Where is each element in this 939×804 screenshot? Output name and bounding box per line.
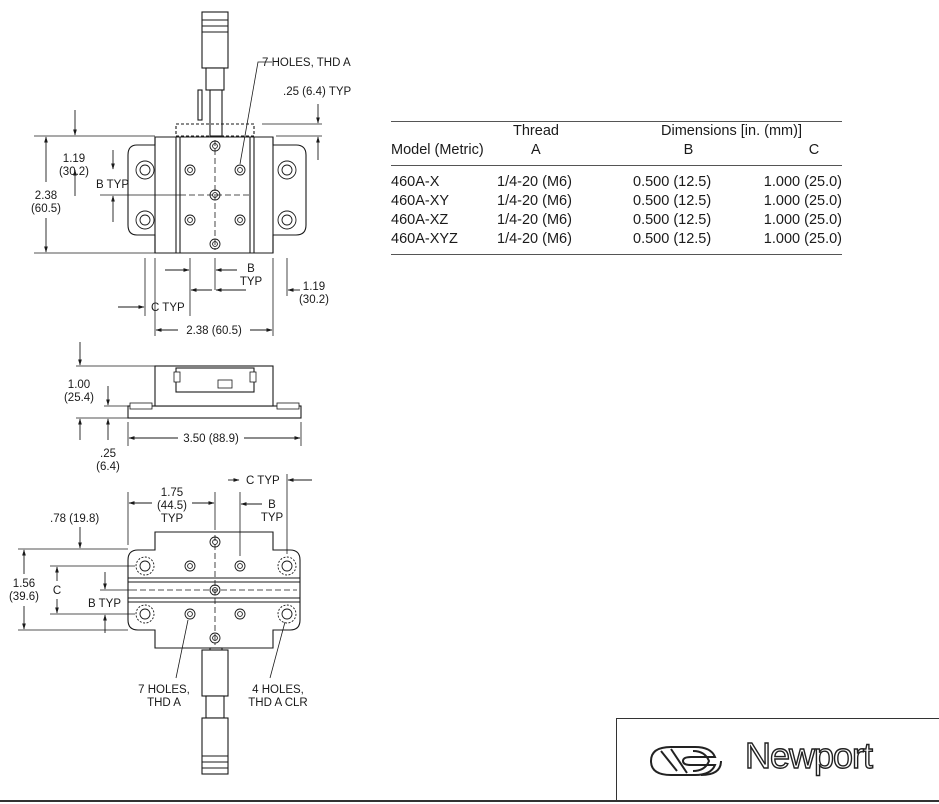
- label-bot-b: B: [268, 499, 276, 511]
- label-bot-175b: (44.5): [157, 500, 187, 512]
- bottom-view: [18, 474, 312, 775]
- top-holes: [135, 140, 297, 250]
- top-micrometer: [197, 11, 229, 137]
- table-row: 460A-XZ 1/4-20 (M6) 0.500 (12.5) 1.000 (…: [391, 211, 842, 230]
- newport-logo-box: Newport: [616, 718, 939, 802]
- table-row: 460A-XY 1/4-20 (M6) 0.500 (12.5) 1.000 (…: [391, 192, 842, 211]
- cell-b: 0.500 (12.5): [633, 174, 712, 190]
- cell-b: 0.500 (12.5): [633, 212, 712, 228]
- label-top-119a: 1.19: [63, 153, 85, 165]
- cell-model: 460A-XYZ: [391, 231, 458, 247]
- header-c: C: [756, 141, 842, 166]
- label-top-238a: 2.38: [35, 190, 57, 202]
- top-view: [34, 11, 322, 336]
- label-top-025typ: .25 (6.4) TYP: [283, 86, 352, 98]
- label-side-025a: .25: [100, 448, 116, 460]
- header-b: B: [621, 141, 756, 166]
- label-top-w238: 2.38 (60.5): [186, 325, 242, 337]
- label-bot-ctyp: C TYP: [246, 475, 280, 487]
- label-top-238b: (60.5): [31, 203, 61, 215]
- label-top-b-typ: TYP: [240, 276, 263, 288]
- spec-table: Thread Dimensions [in. (mm)] Model (Metr…: [391, 121, 842, 255]
- cell-c: 1.000 (25.0): [763, 174, 842, 190]
- label-top-btyp: B TYP: [96, 179, 129, 191]
- side-view-labels: 1.00 (25.4) 3.50 (88.9) .25 (6.4): [64, 379, 239, 473]
- label-side-025b: (6.4): [96, 461, 120, 473]
- top-view-labels: 7 HOLES, THD A .25 (6.4) TYP 1.19 (30.2)…: [31, 57, 352, 337]
- cell-a: 1/4-20 (M6): [497, 174, 572, 190]
- label-bot-holes4b: THD A CLR: [248, 697, 307, 709]
- header-a: A: [531, 142, 541, 158]
- header-dimensions: Dimensions [in. (mm)]: [661, 123, 802, 139]
- cell-b: 0.500 (12.5): [633, 193, 712, 209]
- label-top-b: B: [247, 263, 255, 275]
- newport-emblem-icon: [649, 746, 722, 776]
- label-side-100b: (25.4): [64, 392, 94, 404]
- label-bot-078: .78 (19.8): [50, 513, 99, 525]
- label-top-r119a: 1.19: [303, 281, 325, 293]
- cell-c: 1.000 (25.0): [763, 193, 842, 209]
- label-bot-holes7a: 7 HOLES,: [138, 684, 190, 696]
- table-header-row: Model (Metric) A B C: [391, 141, 842, 166]
- cell-a: 1/4-20 (M6): [497, 231, 572, 247]
- table-header-group-row: Thread Dimensions [in. (mm)]: [391, 122, 842, 141]
- label-side-350: 3.50 (88.9): [183, 433, 239, 445]
- side-view: [76, 342, 302, 446]
- label-bot-holes7b: THD A: [147, 697, 181, 709]
- cell-model: 460A-XY: [391, 193, 450, 209]
- cell-a: 1/4-20 (M6): [497, 212, 572, 228]
- bottom-view-labels: 1.75 (44.5) TYP C TYP B TYP .78 (19.8) 1…: [9, 475, 308, 709]
- bottom-holes: [135, 536, 297, 644]
- cell-c: 1.000 (25.0): [763, 231, 842, 247]
- label-bot-175c: TYP: [161, 513, 184, 525]
- label-bot-holes4a: 4 HOLES,: [252, 684, 304, 696]
- label-top-holes: 7 HOLES, THD A: [262, 57, 351, 69]
- label-bot-156a: 1.56: [13, 578, 35, 590]
- label-side-100a: 1.00: [68, 379, 90, 391]
- label-bot-175a: 1.75: [161, 487, 183, 499]
- spec-table-grid: Thread Dimensions [in. (mm)] Model (Metr…: [391, 122, 842, 254]
- cell-a: 1/4-20 (M6): [497, 193, 572, 209]
- header-thread: Thread: [513, 123, 559, 139]
- label-bot-b-typ: TYP: [261, 512, 284, 524]
- cell-model: 460A-XZ: [391, 212, 449, 228]
- label-top-119b: (30.2): [59, 166, 89, 178]
- label-bot-c: C: [53, 585, 61, 597]
- newport-wordmark: Newport: [744, 734, 873, 776]
- label-top-ctyp: C TYP: [151, 302, 185, 314]
- label-top-r119b: (30.2): [299, 294, 329, 306]
- table-row: 460A-XYZ 1/4-20 (M6) 0.500 (12.5) 1.000 …: [391, 230, 842, 254]
- label-bot-btyp: B TYP: [88, 598, 121, 610]
- bottom-micrometer: [201, 647, 229, 775]
- table-row: 460A-X 1/4-20 (M6) 0.500 (12.5) 1.000 (2…: [391, 166, 842, 193]
- header-model: Model (Metric): [391, 141, 497, 166]
- cell-model: 460A-X: [391, 174, 440, 190]
- cell-b: 0.500 (12.5): [633, 231, 712, 247]
- cell-c: 1.000 (25.0): [763, 212, 842, 228]
- bottom-rule: [0, 800, 939, 802]
- label-bot-156b: (39.6): [9, 591, 39, 603]
